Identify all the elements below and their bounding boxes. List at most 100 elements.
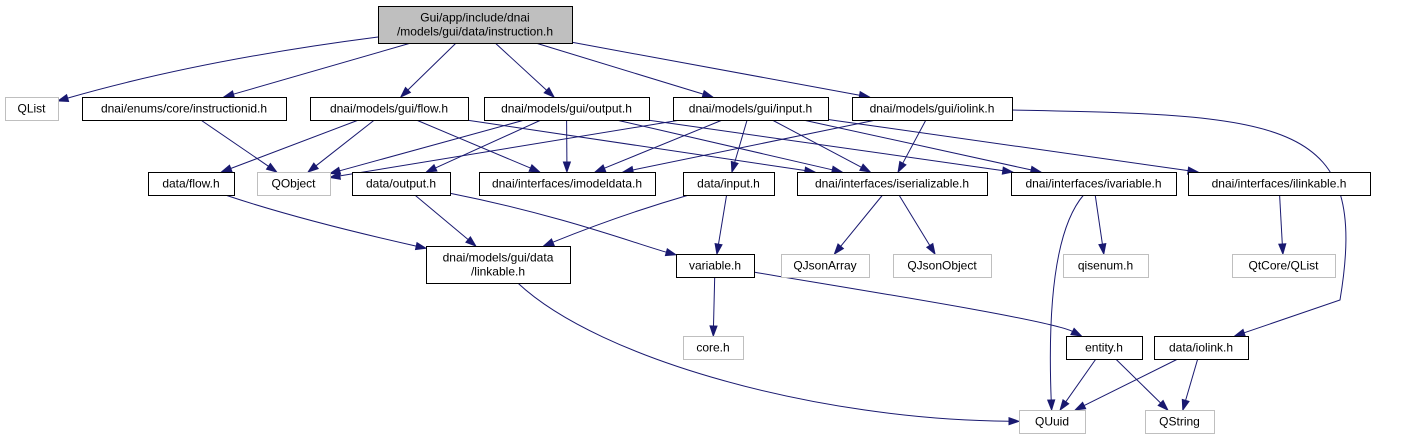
node-box — [5, 97, 59, 121]
edge-arrowhead — [328, 166, 342, 175]
node-variable[interactable]: variable.h — [676, 254, 755, 278]
node-qjsonobject: QJsonObject — [893, 254, 992, 278]
edge-line — [840, 194, 883, 247]
node-qstring: QString — [1145, 410, 1215, 434]
edge-arrowhead — [664, 247, 678, 257]
edge-input-to-iserializable — [771, 119, 872, 173]
node-box — [797, 172, 988, 196]
edge-line — [1011, 109, 1347, 334]
node-label: QtCore/QList — [1248, 259, 1319, 273]
edge-dataflow-to-linkable — [225, 194, 428, 251]
edge-arrowhead — [1001, 166, 1015, 175]
node-box — [484, 97, 650, 121]
node-ilinkable[interactable]: dnai/interfaces/ilinkable.h — [1188, 172, 1371, 196]
edge-line — [632, 119, 877, 171]
node-box — [683, 172, 775, 196]
edge-ilinkable-to-qtcoreqlist — [1278, 194, 1287, 256]
edge-arrowhead — [222, 90, 236, 99]
edge-variable-to-core — [709, 276, 718, 338]
node-instructionid[interactable]: dnai/enums/core/instructionid.h — [82, 97, 287, 121]
node-output[interactable]: dnai/models/gui/output.h — [484, 97, 650, 121]
edge-entity-to-quuid — [1059, 358, 1097, 412]
node-label: dnai/interfaces/imodeldata.h — [492, 177, 642, 191]
edge-line — [517, 282, 1010, 422]
node-dataflow[interactable]: data/flow.h — [148, 172, 235, 196]
edge-input-to-imodeldata — [593, 119, 723, 173]
node-flow[interactable]: dnai/models/gui/flow.h — [310, 97, 469, 121]
node-label: data/iolink.h — [1169, 341, 1233, 355]
edge-arrowhead — [709, 325, 718, 338]
node-label: QObject — [271, 177, 316, 191]
node-ivariable[interactable]: dnai/interfaces/ivariable.h — [1011, 172, 1177, 196]
edge-line — [802, 119, 1032, 171]
node-label: dnai/interfaces/iserializable.h — [815, 177, 969, 191]
node-box — [378, 6, 573, 44]
edge-line — [435, 119, 542, 169]
node-label: dnai/models/gui/input.h — [689, 102, 812, 116]
edge-arrowhead — [701, 89, 715, 98]
node-box — [1154, 336, 1249, 360]
node-qtcoreqlist: QtCore/QList — [1232, 254, 1336, 278]
edge-instruction-to-qlist — [56, 36, 379, 103]
edge-flow-to-qobject — [306, 119, 375, 173]
edge-line — [1185, 358, 1199, 401]
node-box — [148, 172, 235, 196]
edge-arrowhead — [593, 164, 607, 173]
node-box — [1019, 410, 1086, 434]
edge-output-to-dataoutput — [425, 119, 542, 173]
node-linkable[interactable]: dnai/models/gui/data/linkable.h — [426, 246, 571, 284]
node-label: dnai/models/gui/flow.h — [330, 102, 448, 116]
edge-ivariable-to-qisenum — [1094, 194, 1107, 256]
edge-arrowhead — [265, 162, 278, 173]
edge-line — [718, 194, 728, 245]
edge-instruction-to-instructionid — [222, 42, 412, 99]
edge-arrowhead — [833, 243, 845, 256]
node-imodeldata[interactable]: dnai/interfaces/imodeldata.h — [479, 172, 656, 196]
edge-line — [616, 119, 833, 171]
edge-linkable-to-quuid — [517, 282, 1021, 426]
edge-line — [225, 194, 417, 247]
node-label: QJsonArray — [793, 259, 856, 273]
node-entity[interactable]: entity.h — [1066, 336, 1143, 360]
node-iserializable[interactable]: dnai/interfaces/iserializable.h — [797, 172, 988, 196]
node-core: core.h — [683, 336, 744, 360]
node-dataoutput[interactable]: data/output.h — [352, 172, 451, 196]
edge-output-to-iserializable — [616, 119, 844, 174]
edge-line — [552, 194, 690, 243]
edge-line — [67, 36, 379, 99]
node-box — [781, 254, 870, 278]
edge-instructionid-to-qobject — [200, 119, 278, 173]
edge-arrowhead — [543, 86, 556, 99]
node-label: dnai/interfaces/ivariable.h — [1025, 177, 1161, 191]
edge-line — [771, 119, 862, 168]
node-label: QString — [1159, 415, 1200, 429]
node-instruction[interactable]: Gui/app/include/dnai/models/gui/data/ins… — [378, 6, 573, 44]
edge-line — [1279, 194, 1283, 245]
node-box — [1232, 254, 1336, 278]
node-label: data/flow.h — [162, 177, 219, 191]
node-label: /models/gui/data/instruction.h — [397, 25, 553, 39]
node-datainput[interactable]: data/input.h — [683, 172, 775, 196]
edge-arrowhead — [1059, 398, 1070, 412]
edge-line — [1065, 358, 1097, 403]
edge-line — [647, 119, 1003, 172]
edge-arrowhead — [56, 93, 70, 103]
node-label: dnai/models/gui/output.h — [501, 102, 632, 116]
edge-line — [449, 192, 667, 253]
edge-arrowhead — [219, 164, 233, 173]
node-input[interactable]: dnai/models/gui/input.h — [673, 97, 829, 121]
edge-line — [339, 119, 525, 172]
edge-line — [1094, 194, 1103, 245]
edge-instruction-to-output — [494, 42, 556, 99]
edge-arrowhead — [562, 161, 572, 174]
edge-line — [233, 42, 412, 95]
edge-variable-to-entity — [753, 271, 1083, 337]
node-label: dnai/models/gui/data — [443, 251, 554, 265]
node-label: dnai/models/gui/iolink.h — [870, 102, 995, 116]
edge-iserializable-to-qjsonobject — [898, 194, 936, 256]
node-iolink[interactable]: dnai/models/gui/iolink.h — [852, 97, 1013, 121]
edge-line — [230, 119, 359, 169]
node-dataiolink[interactable]: data/iolink.h — [1154, 336, 1249, 360]
edge-ivariable-to-quuid — [1046, 194, 1084, 412]
